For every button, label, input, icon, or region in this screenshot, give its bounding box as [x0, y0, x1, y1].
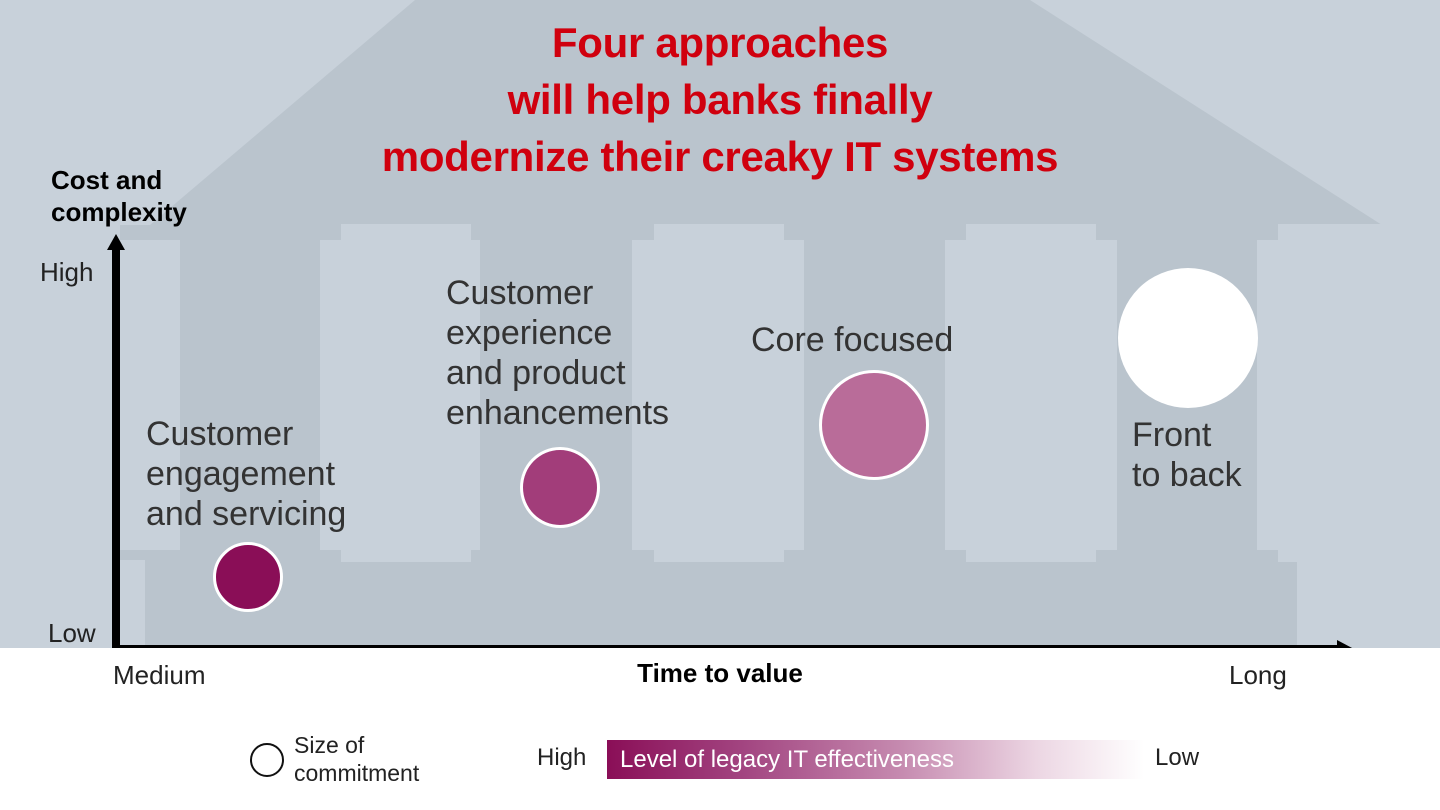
title-line-3: modernize their creaky IT systems: [381, 133, 1059, 180]
label-line: engagement: [146, 455, 336, 493]
circle-outline-icon: [250, 743, 284, 777]
label-line: Customer: [446, 274, 594, 312]
label-line: enhancements: [446, 394, 670, 432]
x-tick-long: Long: [1229, 660, 1287, 690]
legend-size-label: Size of commitment: [294, 731, 419, 787]
chart-title: Four approaches will help banks finally …: [0, 14, 1440, 185]
title-line-1: Four approaches: [551, 19, 889, 66]
label-line: Customer: [146, 415, 294, 453]
label-line: experience: [446, 314, 613, 352]
point-label-customer-engagement: Customer engagement and servicing: [146, 414, 346, 534]
y-tick-high: High: [40, 257, 94, 287]
label-line: Core focused: [751, 321, 954, 359]
point-label-core-focused: Core focused: [751, 320, 953, 360]
title-line-2: will help banks finally: [507, 76, 933, 123]
legend-gradient-high: High: [537, 744, 587, 771]
legend-gradient-bar: Level of legacy IT effectiveness: [607, 740, 1144, 779]
bubble-customer-engagement: [213, 542, 283, 612]
x-axis-title: Time to value: [637, 658, 803, 688]
legend-size-line: Size of: [294, 732, 365, 758]
legend-size-line: commitment: [294, 760, 420, 786]
bubble-customer-experience: [520, 447, 600, 528]
label-line: to back: [1132, 456, 1242, 494]
y-axis-title-line-2: complexity: [51, 197, 187, 227]
label-line: and servicing: [146, 495, 347, 533]
legend-gradient-label: Level of legacy IT effectiveness: [620, 746, 954, 773]
bank-building-background: [0, 0, 1440, 648]
point-label-front-to-back: Front to back: [1132, 415, 1242, 495]
y-axis-title-line-1: Cost and: [51, 165, 163, 195]
label-line: Front: [1132, 416, 1212, 454]
y-axis-title: Cost and complexity: [51, 164, 187, 228]
bubble-core-focused: [819, 370, 929, 480]
point-label-customer-experience: Customer experience and product enhancem…: [446, 273, 669, 433]
bubble-front-to-back: [1118, 268, 1258, 408]
x-tick-medium: Medium: [113, 660, 206, 690]
y-tick-low: Low: [48, 618, 96, 648]
label-line: and product: [446, 354, 626, 392]
legend-gradient-low: Low: [1155, 744, 1200, 771]
